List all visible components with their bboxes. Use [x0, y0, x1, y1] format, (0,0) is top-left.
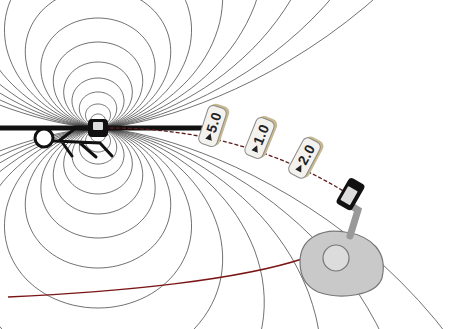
transceiver-screen: [93, 122, 103, 130]
searcher-transceiver: [335, 177, 366, 212]
field-line: [0, 128, 321, 329]
field-line: [25, 0, 170, 128]
search-path: [8, 258, 305, 297]
direction-arrow: [204, 132, 213, 141]
buried-transceiver: [88, 119, 108, 137]
field-line: [0, 0, 223, 128]
field-line: [0, 128, 457, 329]
distance-reading: 2.0: [294, 141, 318, 167]
flux-path: [110, 128, 345, 192]
field-line: [0, 128, 410, 329]
distance-reading: 5.0: [202, 110, 224, 135]
transceiver-display: 1.0: [242, 115, 276, 160]
field-line: [0, 0, 457, 128]
field-line: [5, 0, 192, 128]
field-line: [0, 128, 264, 329]
transceiver-display: 2.0: [286, 135, 323, 181]
searcher: [300, 205, 383, 296]
field-line: [0, 128, 223, 329]
direction-arrow: [250, 144, 259, 153]
distance-reading: 1.0: [249, 122, 272, 147]
field-line: [0, 0, 410, 128]
field-line: [0, 0, 321, 128]
